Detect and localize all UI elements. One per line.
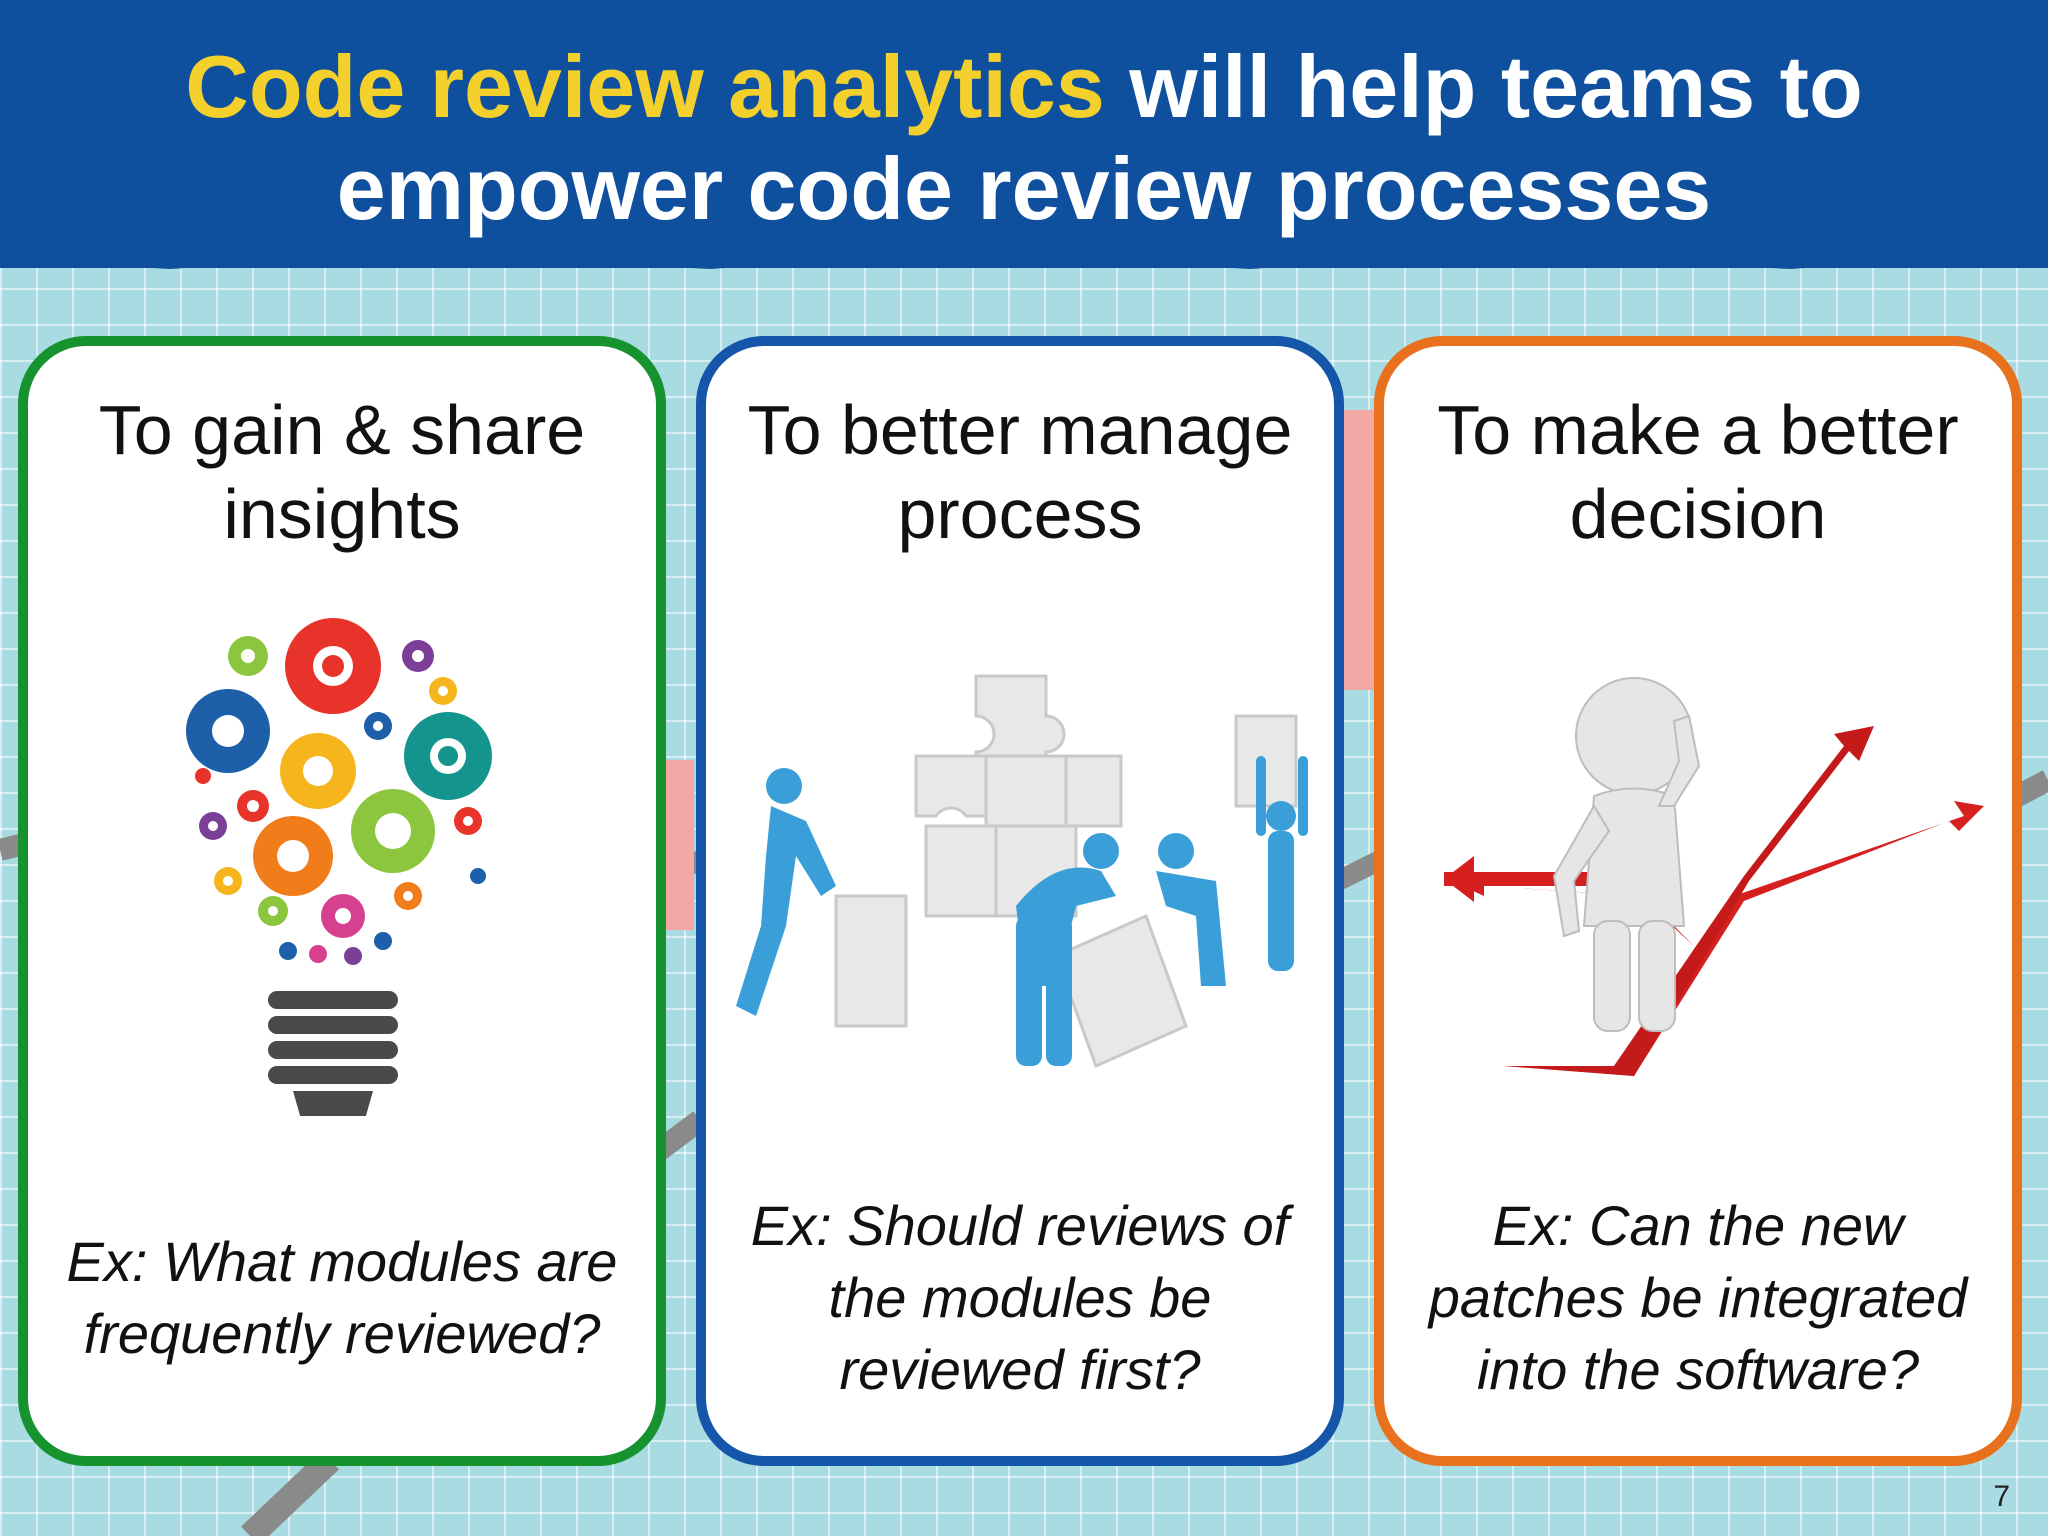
title-line-2: empower code review processes (336, 139, 1712, 238)
crossroads-decision-icon (1444, 677, 1984, 1076)
puzzle-team-icon (736, 674, 1308, 1069)
page-number: 7 (1993, 1480, 2010, 1513)
card-insights: To gain & share insights (18, 336, 666, 1466)
gear-lightbulb-icon (186, 618, 492, 1116)
card-manage-process: To better manage process (696, 336, 1344, 1466)
title-rest: will help teams to (1104, 37, 1863, 136)
card-decision: To make a better decision Ex: Can the ne… (1374, 336, 2022, 1466)
banner-torn-edge (0, 250, 2048, 269)
card-example: Ex: Should reviews of the modules be rev… (750, 1194, 1290, 1401)
title-line-1: Code review analytics will help teams to (0, 36, 2048, 138)
card-heading: To better manage process (747, 391, 1293, 553)
card-heading: To gain & share insights (98, 391, 586, 553)
title-highlight: Code review analytics (185, 37, 1105, 136)
card-example: Ex: What modules are frequently reviewed… (66, 1230, 618, 1365)
title-banner: Code review analytics will help teams to… (0, 0, 2048, 268)
card-heading: To make a better decision (1437, 391, 1959, 553)
card-example: Ex: Can the new patches be integrated in… (1428, 1194, 1968, 1401)
